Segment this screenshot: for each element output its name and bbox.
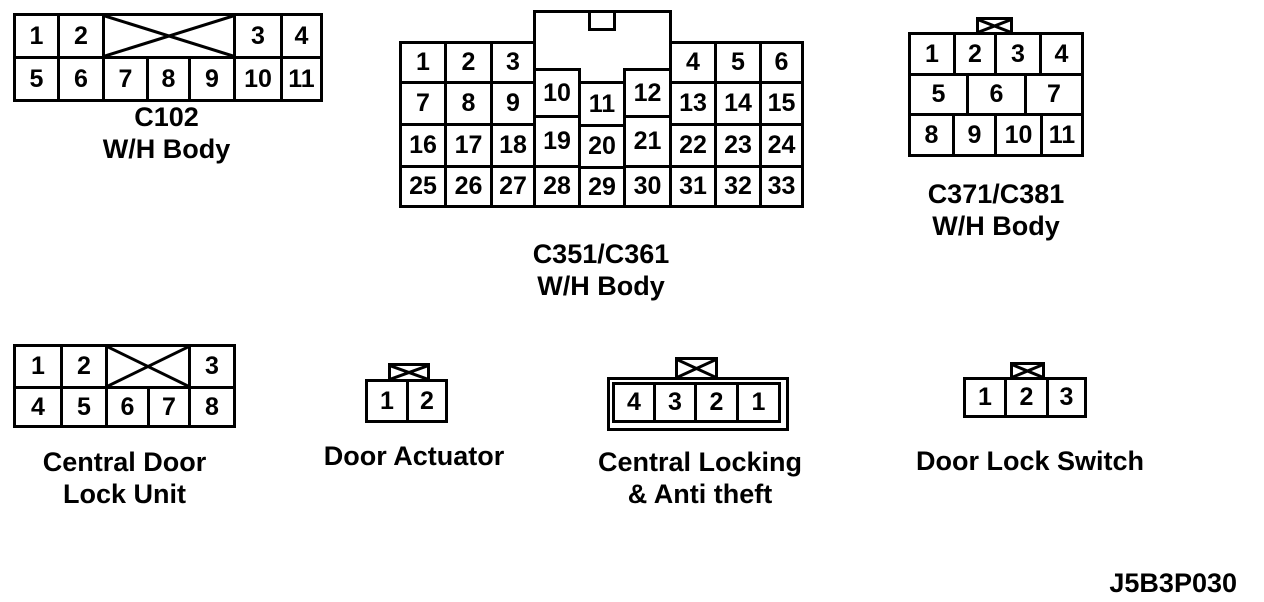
connector-name: C102 <box>134 102 199 132</box>
crossed-x-icon <box>979 20 1010 32</box>
pin-cell: 4 <box>13 386 63 428</box>
caption-c102: C102 W/H Body <box>13 101 320 165</box>
keyway-crossed-box-icon <box>675 357 718 380</box>
crossed-x-icon <box>1013 365 1042 377</box>
pin-cell: 5 <box>60 386 108 428</box>
connector-subtitle: W/H Body <box>932 211 1060 241</box>
pin-cell: 10 <box>233 56 283 102</box>
connector-subtitle: W/H Body <box>537 271 665 301</box>
pin-cell: 1 <box>736 382 781 423</box>
pin-cell: 3 <box>994 32 1042 76</box>
pin-cell: 18 <box>490 123 536 168</box>
connector-name: Door Lock Switch <box>916 446 1145 476</box>
pin-cell: 11 <box>280 56 323 102</box>
pin-cell: 12 <box>623 68 672 118</box>
connector-subtitle: & Anti theft <box>627 479 773 509</box>
pin-cell: 2 <box>444 41 493 84</box>
pin-cell: 28 <box>533 165 581 208</box>
connector-housing-notch <box>588 10 616 31</box>
crossed-x-icon <box>108 347 188 386</box>
pin-cell: 14 <box>714 81 762 126</box>
pin-cell: 17 <box>444 123 493 168</box>
connector-name: Door Actuator <box>323 441 505 471</box>
pin-cell: 25 <box>399 165 447 208</box>
pin-cell: 27 <box>490 165 536 208</box>
caption-cdlu: Central Door Lock Unit <box>13 446 236 510</box>
pin-cell: 2 <box>406 379 448 423</box>
pin-cell: 3 <box>1046 377 1087 418</box>
caption-actuator: Door Actuator <box>304 440 524 472</box>
pin-cell: 8 <box>146 56 191 102</box>
pin-cell: 9 <box>952 113 997 157</box>
pin-cell: 1 <box>963 377 1007 418</box>
pin-cell: 29 <box>578 166 626 208</box>
pin-cell: 30 <box>623 165 672 208</box>
pin-cell: 5 <box>13 56 60 102</box>
figure-code: J5B3P030 <box>1109 568 1237 598</box>
pin-cell: 10 <box>994 113 1043 157</box>
connector-name: C351/C361 <box>532 239 670 269</box>
pin-cell: 5 <box>714 41 762 84</box>
connector-name: Central Door <box>42 447 207 477</box>
crossed-x-icon <box>678 360 715 377</box>
pin-cell: 4 <box>612 382 656 423</box>
pin-cell: 8 <box>444 81 493 126</box>
pin-cell: 11 <box>1040 113 1084 157</box>
pin-cell: 3 <box>490 41 536 84</box>
pin-cell: 8 <box>908 113 955 157</box>
caption-locking: Central Locking & Anti theft <box>590 446 810 510</box>
connector-name: C371/C381 <box>927 179 1065 209</box>
pin-cell: 3 <box>188 344 236 389</box>
pin-cell: 15 <box>759 81 804 126</box>
pin-cell: 2 <box>1004 377 1049 418</box>
crossed-x-icon <box>105 16 233 56</box>
caption-c371: C371/C381 W/H Body <box>908 178 1084 242</box>
pin-cell: 2 <box>57 13 105 59</box>
pin-cell: 6 <box>759 41 804 84</box>
pin-cell: 24 <box>759 123 804 168</box>
crossed-x-icon <box>391 366 427 379</box>
connector-name: Central Locking <box>597 447 803 477</box>
pin-cell: 8 <box>188 386 236 428</box>
pin-cell: 3 <box>233 13 283 59</box>
pin-cell: 33 <box>759 165 804 208</box>
caption-switch: Door Lock Switch <box>916 445 1145 477</box>
pin-cell: 26 <box>444 165 493 208</box>
connector-subtitle: W/H Body <box>102 134 231 164</box>
pin-cell: 11 <box>578 81 626 127</box>
connector-subtitle: Lock Unit <box>62 479 186 509</box>
caption-c351: C351/C361 W/H Body <box>399 238 803 302</box>
pin-cell: 22 <box>669 123 717 168</box>
pin-cell: 4 <box>280 13 323 59</box>
pin-cell: 20 <box>578 124 626 169</box>
